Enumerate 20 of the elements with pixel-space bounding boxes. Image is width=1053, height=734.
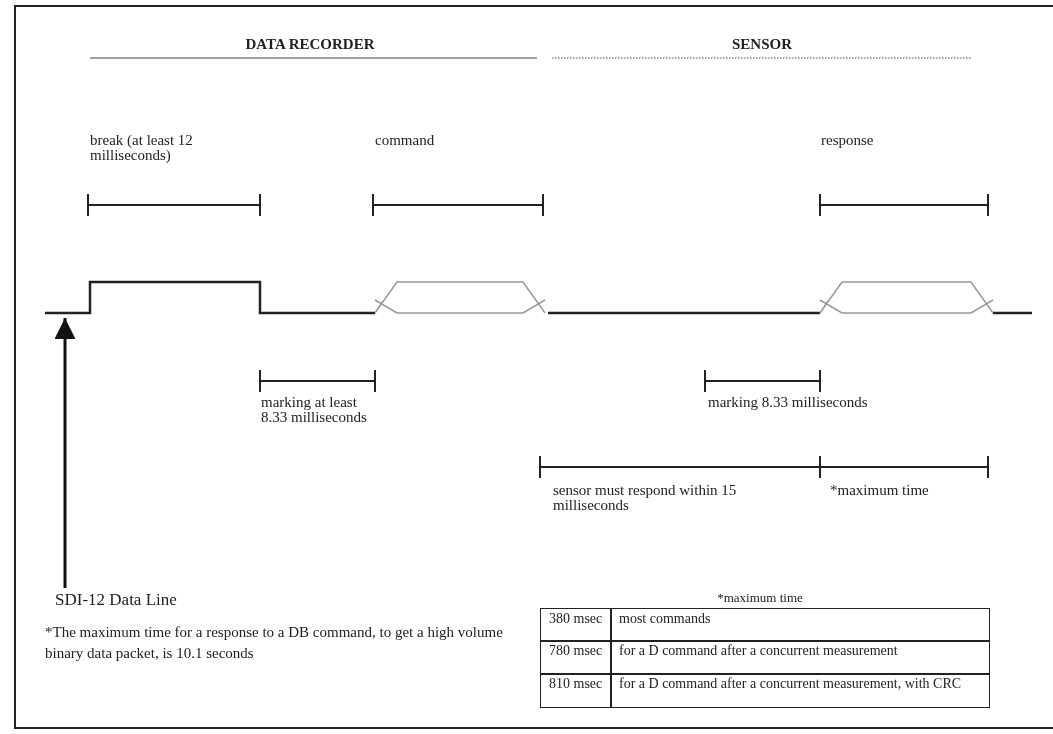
line-label: SDI-12 Data Line <box>55 590 255 609</box>
timing-label: marking 8.33 milliseconds <box>708 395 868 410</box>
timing-label: break (at least 12 milliseconds) <box>90 133 194 163</box>
table-cell: 380 msec <box>540 608 612 642</box>
note: *The maximum time for a response to a DB command, to get a high volume binary data packet, is 10.1 seconds <box>45 623 504 663</box>
table-cell: 810 msec <box>540 673 612 708</box>
waveform-drawing <box>43 280 1034 315</box>
section-heading: DATA RECORDER <box>244 37 376 52</box>
table-cell: for a D command after a concurrent measurement <box>610 640 990 675</box>
timing-label: command <box>375 133 436 148</box>
timing-label: response <box>821 133 875 148</box>
timing-label: sensor must respond within 15 milliseconds <box>553 483 738 513</box>
table-title: *maximum time <box>716 590 804 605</box>
timing-label: *maximum time <box>830 483 930 498</box>
table-cell: for a D command after a concurrent measurement, with CRC <box>610 673 990 708</box>
arrow <box>54 318 76 588</box>
timing-label: marking at least 8.33 milliseconds <box>261 395 368 425</box>
table-cell: 780 msec <box>540 640 612 675</box>
table-cell: most commands <box>610 608 990 642</box>
section-heading: SENSOR <box>731 37 793 52</box>
